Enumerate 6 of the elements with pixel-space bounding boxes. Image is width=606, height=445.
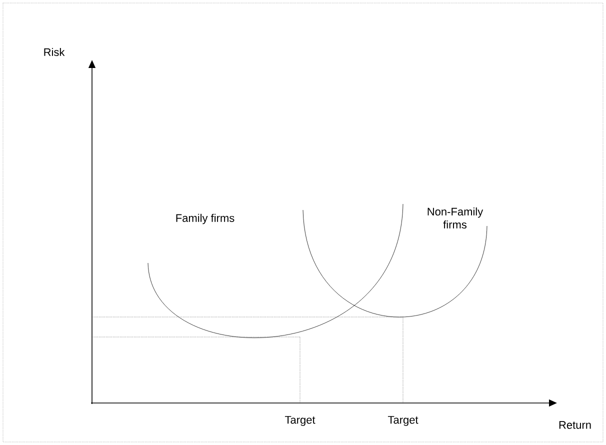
- tick-label: Target: [284, 416, 316, 426]
- curve-label: Non-Family firms: [428, 207, 484, 229]
- tick-label: Target: [388, 416, 418, 426]
- curve-label: Family firms: [176, 214, 234, 224]
- axis-label: Risk: [44, 48, 65, 56]
- axis-label: Return: [559, 421, 591, 429]
